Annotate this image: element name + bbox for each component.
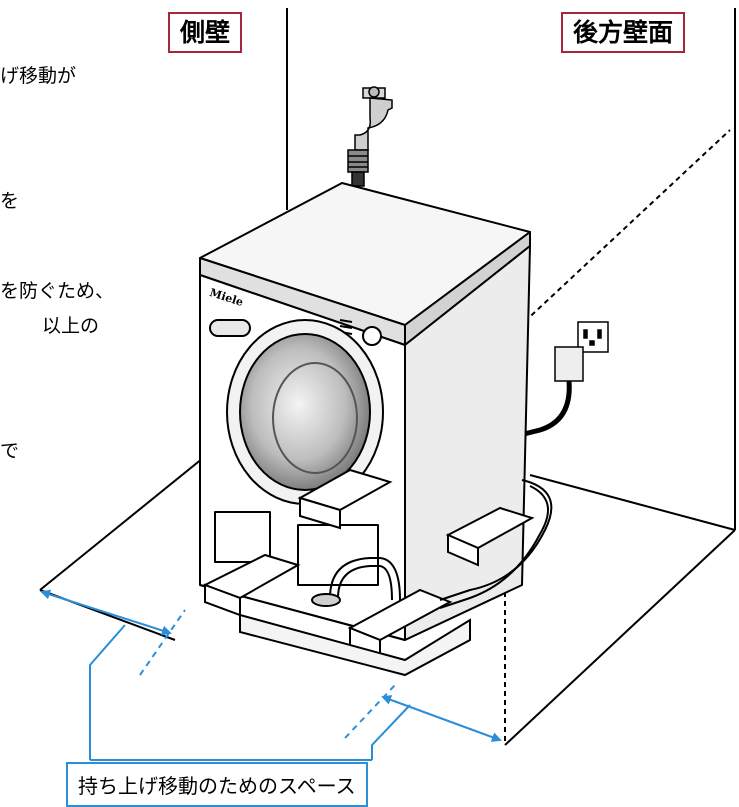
side-text-line-1: げ移動が	[0, 65, 77, 87]
lift-space-caption: 持ち上げ移動のためのスペース	[66, 762, 368, 807]
rear-wall-label: 後方壁面	[561, 12, 686, 53]
side-text-line-4: 以上の	[42, 315, 100, 337]
side-text-line-2: を	[0, 190, 20, 212]
water-tap-icon	[347, 86, 393, 187]
side-wall-label: 側壁	[168, 12, 243, 53]
power-outlet-icon	[519, 321, 609, 438]
transport-boards	[202, 468, 535, 677]
drain-hose	[311, 479, 553, 609]
side-text-line-3: を防ぐため、	[0, 280, 115, 302]
washing-machine	[199, 182, 531, 641]
space-arrows	[40, 589, 502, 761]
side-text-line-5: で	[0, 440, 20, 462]
